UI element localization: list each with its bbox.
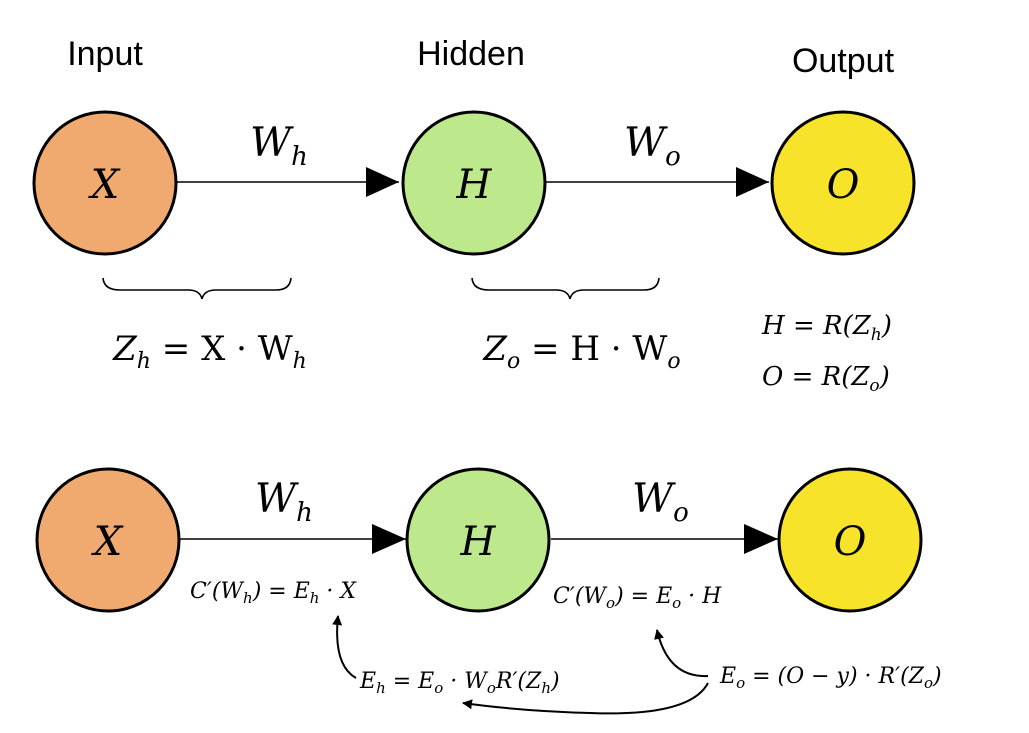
node-input	[32, 110, 178, 256]
node-input-backward-label: X	[91, 519, 124, 565]
error-hidden-equation: Eh = Eo · WoR′(Zh)	[359, 669, 560, 697]
node-hidden-label: H	[456, 162, 493, 208]
node-output	[770, 110, 916, 256]
weight-label-wo: Wo	[624, 120, 681, 172]
backward-network: X H O Wh Wo C′(Wh) = Eh · X C′(Wo) = Eo …	[35, 467, 942, 715]
node-output-backward	[777, 467, 923, 613]
arrow-eo-to-gradient-wo	[654, 629, 709, 678]
equation-zh: Zh = X · Wh	[112, 329, 307, 374]
header-input: Input	[67, 35, 143, 73]
arrow-eh-to-gradient-wh	[332, 615, 357, 679]
node-input-backward	[35, 467, 181, 613]
equation-h-activation: H = R(Zh)	[761, 311, 892, 345]
weight-label-wh-backward: Wh	[255, 476, 313, 528]
header-hidden: Hidden	[417, 35, 525, 73]
weight-label-wo-backward: Wo	[632, 476, 689, 528]
node-input-label: X	[88, 162, 121, 208]
weight-label-wh: Wh	[250, 120, 308, 172]
arrowhead-input-hidden-backward	[372, 524, 406, 554]
node-hidden-backward	[405, 467, 551, 613]
node-output-label: O	[827, 162, 860, 208]
equation-zo: Zo = H · Wo	[482, 329, 680, 374]
header-output: Output	[792, 42, 895, 80]
arrowhead-hidden-output	[736, 167, 769, 197]
arrow-eo-to-eh	[462, 682, 709, 715]
equation-o-activation: O = R(Zo)	[762, 362, 890, 396]
node-hidden-backward-label: H	[460, 519, 497, 565]
forward-network: X H O Wh Wo Zh = X · Wh Zo = H · Wo H = …	[32, 110, 916, 396]
brace-input-hidden	[102, 277, 292, 300]
gradient-wh-equation: C′(Wh) = Eh · X	[190, 579, 357, 607]
error-output-equation: Eo = (O − y) · R′(Zo)	[719, 664, 942, 692]
brace-hidden-output	[471, 277, 660, 300]
gradient-wo-equation: C′(Wo) = Eo · H	[553, 584, 722, 612]
node-output-backward-label: O	[834, 519, 867, 565]
arrowhead-input-hidden	[366, 167, 399, 197]
arrowhead-hidden-output-backward	[744, 524, 778, 554]
node-hidden	[401, 110, 547, 256]
